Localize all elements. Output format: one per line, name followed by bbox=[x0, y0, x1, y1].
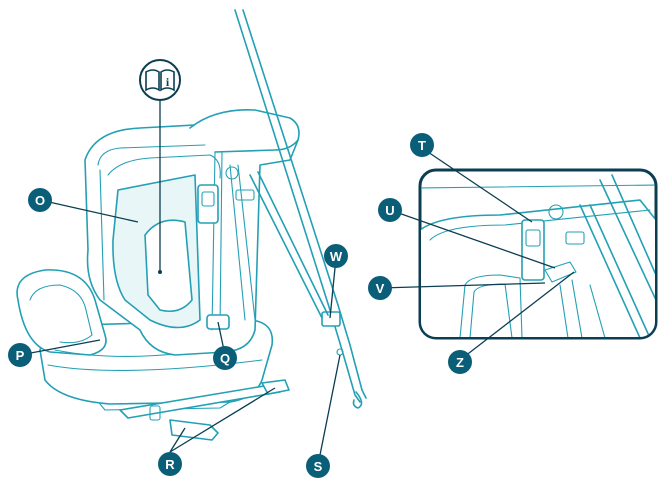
callout-q: Q bbox=[213, 346, 237, 370]
manual-leader-dot bbox=[158, 270, 162, 274]
svg-text:S: S bbox=[314, 459, 323, 474]
svg-text:Z: Z bbox=[456, 355, 464, 370]
svg-text:R: R bbox=[165, 457, 175, 472]
callout-s: S bbox=[306, 454, 330, 478]
callout-w: W bbox=[324, 244, 348, 268]
svg-text:U: U bbox=[385, 203, 394, 218]
callout-u: U bbox=[378, 198, 402, 222]
svg-text:V: V bbox=[376, 281, 385, 296]
svg-text:i: i bbox=[166, 75, 170, 89]
car-seat-illustration bbox=[16, 9, 367, 441]
callout-z: Z bbox=[448, 350, 472, 374]
leader-lines bbox=[19, 147, 575, 466]
callout-v: V bbox=[368, 276, 392, 300]
svg-text:Q: Q bbox=[220, 351, 230, 366]
manual-info-book-icon: i bbox=[139, 59, 181, 101]
svg-text:O: O bbox=[35, 193, 45, 208]
callout-p: P bbox=[8, 343, 32, 367]
svg-text:W: W bbox=[330, 249, 343, 264]
callout-o: O bbox=[28, 188, 52, 212]
detail-inset bbox=[418, 168, 658, 340]
svg-text:P: P bbox=[16, 348, 25, 363]
callout-r: R bbox=[158, 452, 182, 476]
svg-text:T: T bbox=[418, 138, 426, 153]
callout-t: T bbox=[410, 133, 434, 157]
